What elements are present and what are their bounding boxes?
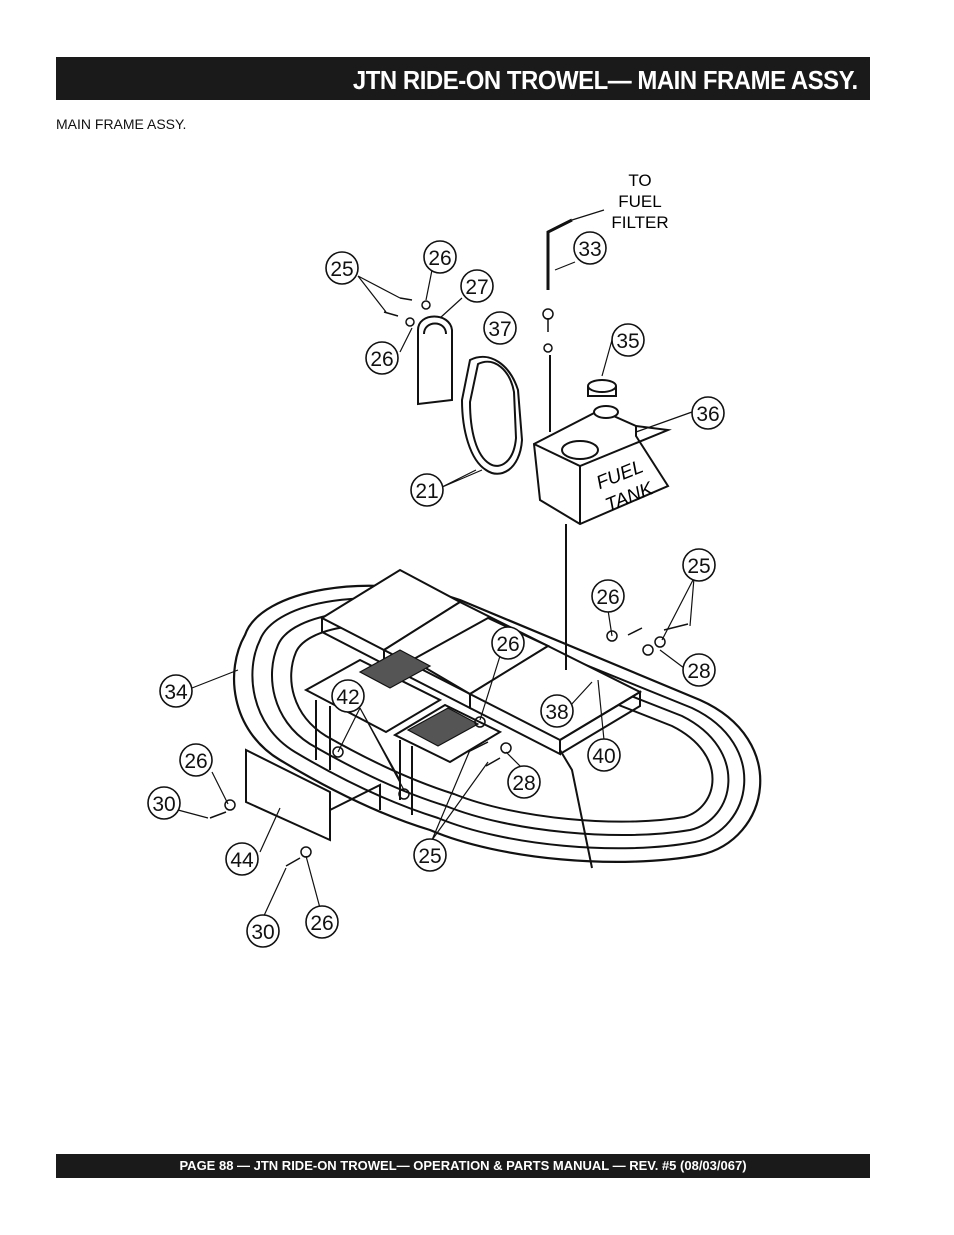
- footer-bar: PAGE 88 — JTN RIDE-ON TROWEL— OPERATION …: [56, 1154, 870, 1178]
- callout-bubble: 28: [507, 765, 541, 799]
- svg-text:25: 25: [687, 555, 710, 578]
- page-title: JTN RIDE-ON TROWEL— MAIN FRAME ASSY.: [353, 65, 858, 95]
- section-subtitle: MAIN FRAME ASSY.: [56, 116, 187, 132]
- svg-text:33: 33: [578, 238, 601, 261]
- hardware: [209, 297, 689, 867]
- callout-bubble: 33: [573, 231, 607, 265]
- callout-bubble: 27: [460, 269, 494, 303]
- callout-bubble: 26: [305, 905, 339, 939]
- callout-bubble: 30: [147, 786, 181, 820]
- callout-bubble: 21: [410, 473, 444, 507]
- svg-text:27: 27: [465, 276, 488, 299]
- callout-bubble: 26: [491, 626, 525, 660]
- svg-text:25: 25: [418, 845, 441, 868]
- svg-text:26: 26: [428, 247, 451, 270]
- callout-bubble: 35: [611, 323, 645, 357]
- callout-bubble: 37: [483, 311, 517, 345]
- svg-text:21: 21: [415, 480, 438, 503]
- svg-text:28: 28: [512, 772, 535, 795]
- svg-text:25: 25: [330, 258, 353, 281]
- svg-text:35: 35: [616, 330, 639, 353]
- fuel-line: [546, 218, 573, 670]
- belt-guard: [417, 315, 453, 406]
- svg-text:36: 36: [696, 403, 719, 426]
- svg-text:40: 40: [592, 745, 615, 768]
- title-bar: JTN RIDE-ON TROWEL— MAIN FRAME ASSY.: [56, 57, 870, 100]
- frame-legs: [315, 700, 593, 869]
- svg-text:26: 26: [596, 586, 619, 609]
- fuel-filter-note: TO FUEL FILTER: [611, 171, 668, 232]
- note-line-3: FILTER: [611, 213, 668, 232]
- cover-plate: [245, 748, 381, 842]
- callout-bubble: 44: [225, 842, 259, 876]
- svg-text:37: 37: [488, 318, 511, 341]
- svg-text:26: 26: [496, 633, 519, 656]
- svg-text:34: 34: [164, 681, 188, 704]
- leader-lines: [177, 209, 695, 921]
- callout-bubble: 28: [682, 653, 716, 687]
- callout-bubble: 25: [682, 548, 716, 582]
- callout-bubble: 25: [325, 251, 359, 285]
- drive-belt: [460, 355, 524, 475]
- svg-text:26: 26: [370, 348, 393, 371]
- callout-bubble: 26: [423, 240, 457, 274]
- svg-text:26: 26: [184, 750, 207, 773]
- callout-bubble: 36: [691, 396, 725, 430]
- callout-bubble: 40: [587, 738, 621, 772]
- svg-text:42: 42: [336, 686, 359, 709]
- callout-bubble: 26: [365, 341, 399, 375]
- callout-bubble: 42: [331, 679, 365, 713]
- svg-text:30: 30: [152, 793, 175, 816]
- svg-text:26: 26: [310, 912, 333, 935]
- svg-text:30: 30: [251, 921, 274, 944]
- callouts: 25 26 27 26 33 37 35 36 21 25 26 28 26 3…: [147, 231, 725, 948]
- svg-text:38: 38: [545, 701, 568, 724]
- callout-bubble: 34: [159, 674, 193, 708]
- svg-text:28: 28: [687, 660, 710, 683]
- fuel-tank: [532, 379, 672, 526]
- svg-text:44: 44: [230, 849, 254, 872]
- callout-bubble: 38: [540, 694, 574, 728]
- note-line-2: FUEL: [618, 192, 661, 211]
- callout-bubble: 26: [179, 743, 213, 777]
- callout-bubble: 26: [591, 579, 625, 613]
- foot-pads: [303, 649, 503, 764]
- callout-bubble: 30: [246, 914, 280, 948]
- footer-text: PAGE 88 — JTN RIDE-ON TROWEL— OPERATION …: [179, 1158, 747, 1173]
- callout-bubble: 25: [413, 838, 447, 872]
- note-line-1: TO: [628, 171, 651, 190]
